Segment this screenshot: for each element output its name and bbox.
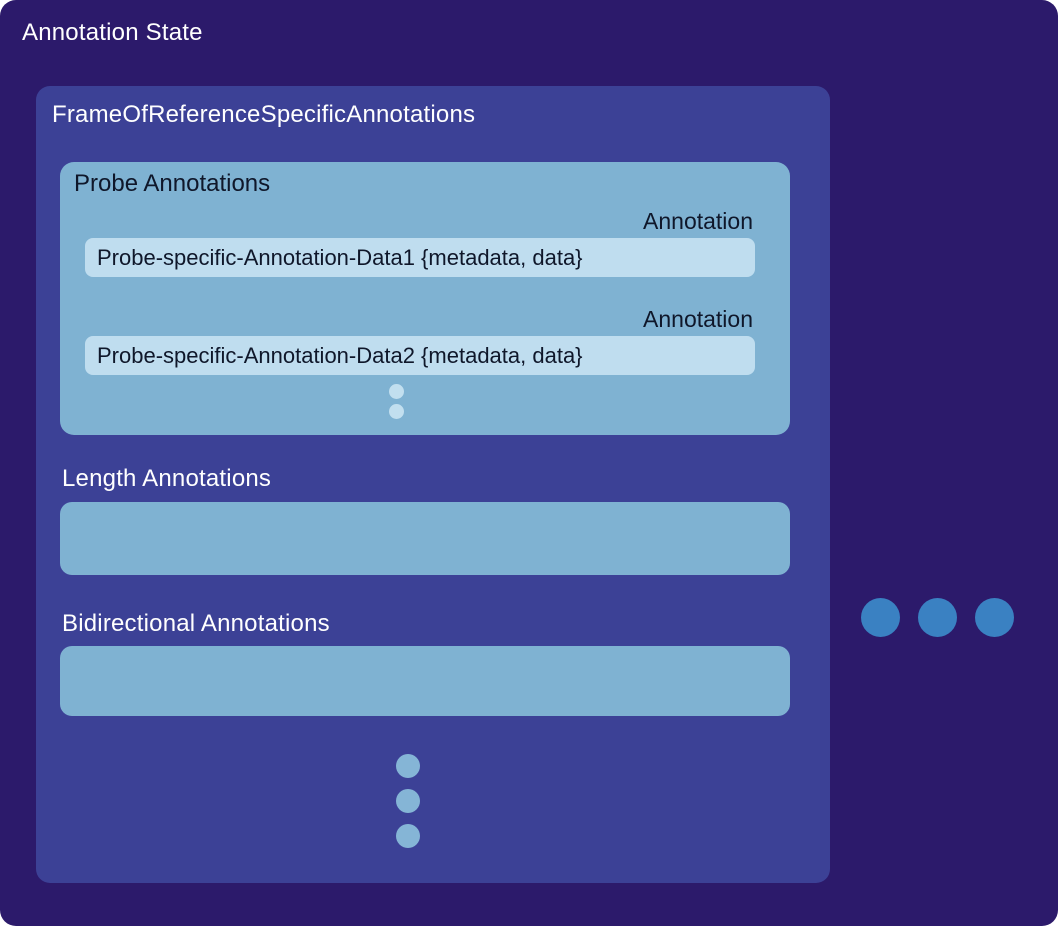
length-annotations-box (60, 502, 790, 575)
annotation-data-text: Probe-specific-Annotation-Data1 {metadat… (97, 244, 583, 270)
ellipsis-dot (389, 404, 404, 419)
annotation-data-box: Probe-specific-Annotation-Data1 {metadat… (85, 238, 755, 277)
frame-of-reference-container: FrameOfReferenceSpecificAnnotations Prob… (36, 86, 830, 883)
length-annotations-label: Length Annotations (62, 465, 272, 492)
annotation-state-title: Annotation State (22, 19, 203, 46)
annotation-type-label: Annotation (643, 208, 753, 234)
bidirectional-annotations-label: Bidirectional Annotations (62, 610, 330, 637)
annotation-data-text: Probe-specific-Annotation-Data2 {metadat… (97, 342, 583, 368)
bidirectional-annotations-box (60, 646, 790, 716)
annotation-item: Annotation Probe-specific-Annotation-Dat… (85, 206, 755, 277)
annotation-item: Annotation Probe-specific-Annotation-Dat… (85, 304, 755, 375)
more-sections-ellipsis-icon (396, 754, 420, 848)
more-annotations-ellipsis-icon (389, 384, 404, 419)
ellipsis-dot (389, 384, 404, 399)
ellipsis-dot (918, 598, 957, 637)
ellipsis-dot (861, 598, 900, 637)
annotation-data-box: Probe-specific-Annotation-Data2 {metadat… (85, 336, 755, 375)
annotation-type-label: Annotation (643, 306, 753, 332)
ellipsis-dot (975, 598, 1014, 637)
frame-of-reference-title: FrameOfReferenceSpecificAnnotations (52, 101, 476, 128)
probe-annotations-box: Probe Annotations Annotation Probe-speci… (60, 162, 790, 435)
ellipsis-dot (396, 824, 420, 848)
probe-annotations-label: Probe Annotations (74, 170, 271, 197)
ellipsis-dot (396, 789, 420, 813)
ellipsis-dot (396, 754, 420, 778)
more-frames-ellipsis-icon (861, 598, 1014, 637)
